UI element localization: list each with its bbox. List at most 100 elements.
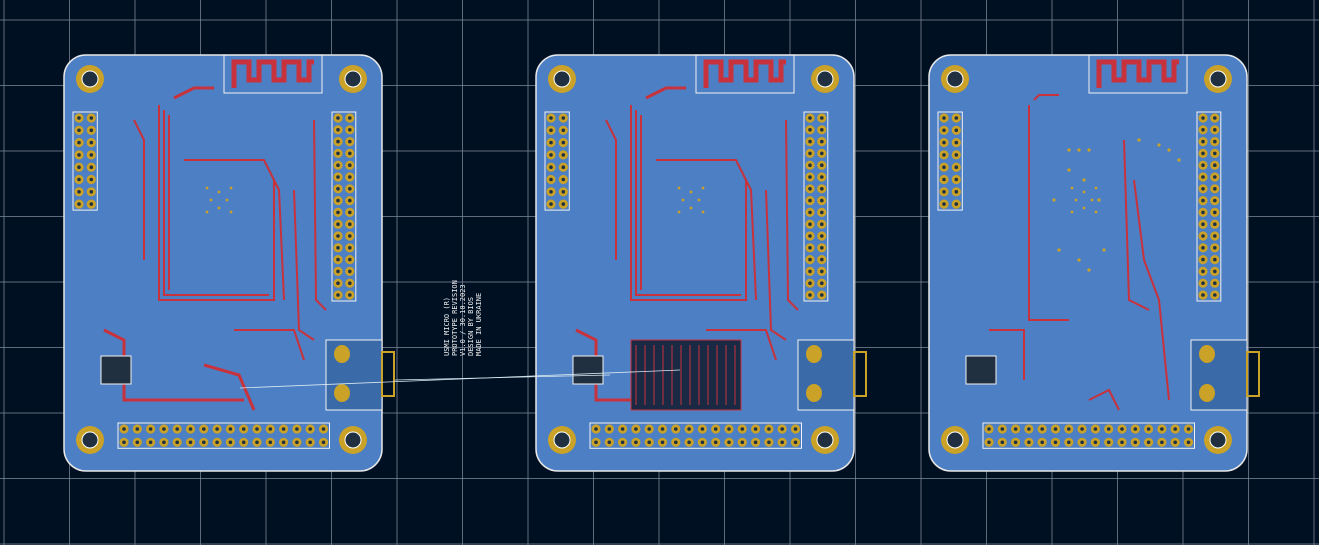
header-right-drill: [808, 246, 812, 250]
header-bottom-drill: [241, 427, 246, 431]
power-jack-outline: [1246, 351, 1260, 397]
header-right-drill: [1213, 187, 1217, 191]
header-left-drill: [549, 116, 553, 120]
header-left-drill: [954, 165, 959, 169]
header-bottom-drill: [660, 440, 665, 445]
mounting-hole-br-hole: [816, 431, 834, 449]
header-left-drill: [942, 202, 946, 206]
mounting-hole-tr-hole: [1209, 70, 1227, 88]
header-bottom-drill: [594, 440, 598, 445]
header-left-drill: [77, 116, 81, 120]
header-right-drill: [1201, 234, 1205, 238]
header-bottom-drill: [1120, 427, 1124, 431]
thermal-via: [689, 206, 693, 210]
header-bottom-drill: [713, 440, 718, 445]
header-right-drill: [336, 281, 340, 286]
header-left-drill: [77, 153, 81, 157]
mounting-hole-tl-hole: [553, 70, 571, 88]
header-bottom-drill: [727, 427, 731, 431]
header-bottom-drill: [1013, 440, 1018, 445]
copper-trace: [184, 159, 285, 301]
via: [1087, 268, 1091, 272]
header-left-drill: [561, 140, 566, 145]
header-left-drill: [549, 202, 553, 206]
thermal-via: [217, 190, 221, 194]
via: [1082, 178, 1086, 182]
header-right-drill: [348, 257, 352, 262]
header-right-drill: [808, 293, 812, 297]
thermal-via: [1082, 206, 1086, 210]
header-bottom-drill: [607, 440, 612, 445]
header-left-drill: [561, 153, 566, 157]
header-bottom-drill: [700, 440, 705, 445]
header-bottom-drill: [1040, 440, 1044, 445]
header-left-drill: [954, 153, 959, 157]
thermal-via: [701, 210, 705, 214]
header-bottom-drill: [700, 427, 705, 431]
ratsnest-line: [394, 374, 611, 381]
header-left-drill: [77, 140, 81, 145]
antenna-trace: [231, 59, 314, 88]
header-bottom-drill: [647, 427, 651, 431]
power-terminal-block: [797, 339, 855, 411]
mounting-hole-tl-hole: [81, 70, 99, 88]
thermal-via: [701, 186, 705, 190]
header-right-drill: [336, 151, 340, 156]
header-bottom-drill: [162, 427, 166, 431]
header-bottom-drill: [1053, 427, 1058, 431]
mounting-hole-br-hole: [1209, 431, 1227, 449]
thermal-via: [1094, 186, 1098, 190]
via: [1052, 198, 1056, 202]
boards[interactable]: [63, 54, 1260, 472]
header-bottom-drill: [255, 427, 259, 431]
copper-trace: [785, 119, 799, 311]
header-bottom-drill: [1106, 440, 1111, 445]
power-pad-1: [1199, 345, 1215, 363]
header-right-drill: [820, 128, 824, 132]
header-left-drill: [561, 165, 566, 169]
header-left-drill: [89, 140, 94, 145]
header-bottom-drill: [660, 427, 665, 431]
header-right-drill: [808, 175, 812, 179]
board-left-combined[interactable]: [63, 54, 395, 472]
header-left-drill: [954, 128, 959, 133]
header-left-drill: [561, 202, 566, 206]
header-right-drill: [820, 163, 824, 167]
header-right-drill: [808, 151, 812, 156]
board-middle-top-copper[interactable]: [535, 54, 867, 472]
header-bottom-drill: [281, 427, 286, 431]
header-left-drill: [549, 140, 553, 145]
header-left-drill: [549, 153, 553, 157]
board-right-bottom-copper[interactable]: [928, 54, 1260, 472]
header-right-drill: [808, 128, 812, 132]
header-right-drill: [348, 151, 352, 156]
header-right-drill: [348, 175, 352, 179]
via: [1067, 148, 1071, 152]
header-left-drill: [77, 202, 81, 206]
header-bottom-drill: [1173, 427, 1177, 431]
header-right-drill: [336, 163, 340, 167]
header-left-drill: [549, 128, 553, 133]
header-bottom-drill: [1186, 427, 1191, 431]
header-bottom-drill: [780, 440, 784, 445]
copper-trace: [1028, 105, 1069, 321]
header-right-drill: [348, 139, 352, 144]
power-pad-2: [806, 384, 822, 402]
header-right-drill: [1213, 281, 1217, 286]
header-right-drill: [820, 187, 824, 191]
header-left-drill: [561, 190, 566, 194]
header-bottom-drill: [148, 440, 153, 445]
header-right-drill: [820, 151, 824, 156]
header-right-drill: [336, 116, 340, 120]
header-right-drill: [348, 210, 352, 215]
header-bottom-drill: [1067, 440, 1071, 445]
header-left-drill: [954, 177, 959, 182]
header-bottom-drill: [241, 440, 246, 445]
silk-text-line-3: V1.0 / 30.10.2023: [459, 284, 467, 356]
thermal-via: [225, 198, 229, 202]
copper-trace: [656, 159, 757, 301]
header-bottom-outline: [117, 422, 330, 449]
thermal-via: [1074, 198, 1078, 202]
